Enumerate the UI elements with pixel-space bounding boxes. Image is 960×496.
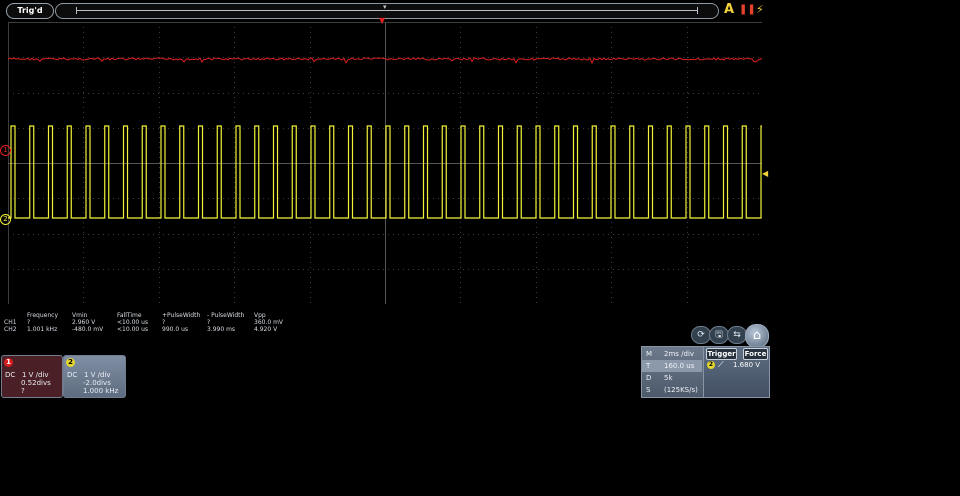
ch1-frequency: ? [21,387,25,395]
timeline-position-marker[interactable]: ▾ [383,3,387,11]
ch1-scale-value: 1 V /div [21,371,49,379]
ch1-number-badge: 1 [4,358,13,367]
horizontal-value: 2ms /div [664,350,695,358]
horizontal-value: (125KS/s) [664,386,698,394]
horizontal-key: S [646,386,651,394]
horizontal-value: 5k [664,374,673,382]
measure-cell: <10.00 us [117,326,149,333]
measurement-table: Frequency Vmin FallTime +PulseWidth - Pu… [4,312,286,333]
measure-cell: 990.0 us [162,326,189,333]
trigger-position-marker[interactable]: ▼ [379,16,386,25]
horizontal-value: 160.0 us [664,362,695,370]
measure-header: Frequency [27,312,58,319]
measure-header: +PulseWidth [162,312,201,319]
ch1-settings-box[interactable]: 1 DC 1 V /div 0.52divs ? [1,355,63,398]
ch1-ground-marker[interactable]: 1 [0,145,11,156]
settings-icon[interactable]: ⇆ [727,326,747,344]
measure-header [4,312,27,319]
measure-cell: ? [162,319,166,326]
trigger-level-value: 1.680 V [733,361,761,369]
save-icon[interactable]: 🖫 [709,326,729,344]
ch2-number-badge: 2 [66,358,75,367]
trigger-source-badge: 2 [707,361,715,369]
horizontal-row[interactable]: D 5k [642,372,702,384]
measure-cell: 2.960 V [72,319,96,326]
measure-header: - PulseWidth [207,312,245,319]
measure-cell: -480.0 mV [72,326,104,333]
horizontal-settings-panel[interactable]: M 2ms /div T 160.0 us D 5k S (125KS/s) [641,346,705,398]
measure-cell: <10.00 us [117,319,149,326]
ch2-ground-marker[interactable]: 2 [0,214,11,225]
ch2-scale-value: 1 V /div [83,371,111,379]
ch1-waveform [8,57,762,65]
horizontal-row[interactable]: T 160.0 us [642,360,702,372]
horizontal-key: D [646,374,652,382]
auto-a-icon[interactable]: A [724,2,735,17]
trigger-slope-icon: ⟋ [718,360,724,369]
home-icon[interactable]: ⌂ [745,324,769,348]
measure-header: Vmin [72,312,88,319]
waveform-display[interactable] [8,22,762,304]
measure-cell: CH1 [4,319,17,326]
measurement-row: CH2 1.001 kHz -480.0 mV <10.00 us 990.0 … [4,326,286,333]
ch2-offset: -2.0divs [83,379,111,387]
ch1-coupling: DC 1 V /div [5,371,49,379]
force-button[interactable]: Force [743,348,768,360]
ch2-waveform [8,125,762,219]
refresh-icon[interactable]: ⟳ [691,326,711,344]
ch2-coupling: DC 1 V /div [67,371,111,379]
ch2-settings-box[interactable]: 2 DC 1 V /div -2.0divs 1.000 kHz [63,355,126,398]
measure-header: FallTime [117,312,142,319]
measure-cell: CH2 [4,326,17,333]
pause-channels-icon[interactable]: ❚❚ [739,4,756,15]
measure-header: Vpp [254,312,266,319]
measurement-row: CH1 ? 2.960 V <10.00 us ? ? 360.0 mV [4,319,286,326]
trigger-level-marker[interactable]: ◀ [762,169,769,178]
trigger-button[interactable]: Trigger [706,348,737,360]
trigger-status-badge: Trig'd [6,3,54,19]
measure-cell: 1.001 kHz [27,326,58,333]
measure-cell: ? [207,319,211,326]
trigger-settings-panel: Trigger Force 2 ⟋ 1.680 V [703,346,770,398]
measure-cell: 4.920 V [254,326,278,333]
ch1-offset: 0.52divs [21,379,51,387]
horizontal-key: M [646,350,653,358]
horizontal-key: T [646,362,651,370]
timeline-track [76,10,698,11]
graticule [8,22,762,304]
power-bolt-icon[interactable]: ⚡ [756,3,764,16]
timeline-left-bracket [76,7,77,14]
measurement-header-row: Frequency Vmin FallTime +PulseWidth - Pu… [4,312,286,319]
measure-cell: ? [27,319,31,326]
measure-cell: 3.990 ms [207,326,236,333]
timeline-right-bracket [697,7,698,14]
timebase-position-bar[interactable]: ▾ [55,3,719,19]
horizontal-row[interactable]: S (125KS/s) [642,384,702,396]
measure-cell: 360.0 mV [254,319,284,326]
ch1-coupling-value: DC [5,371,16,379]
ch2-frequency: 1.000 kHz [83,387,119,395]
horizontal-row[interactable]: M 2ms /div [642,348,702,360]
ch2-coupling-value: DC [67,371,78,379]
